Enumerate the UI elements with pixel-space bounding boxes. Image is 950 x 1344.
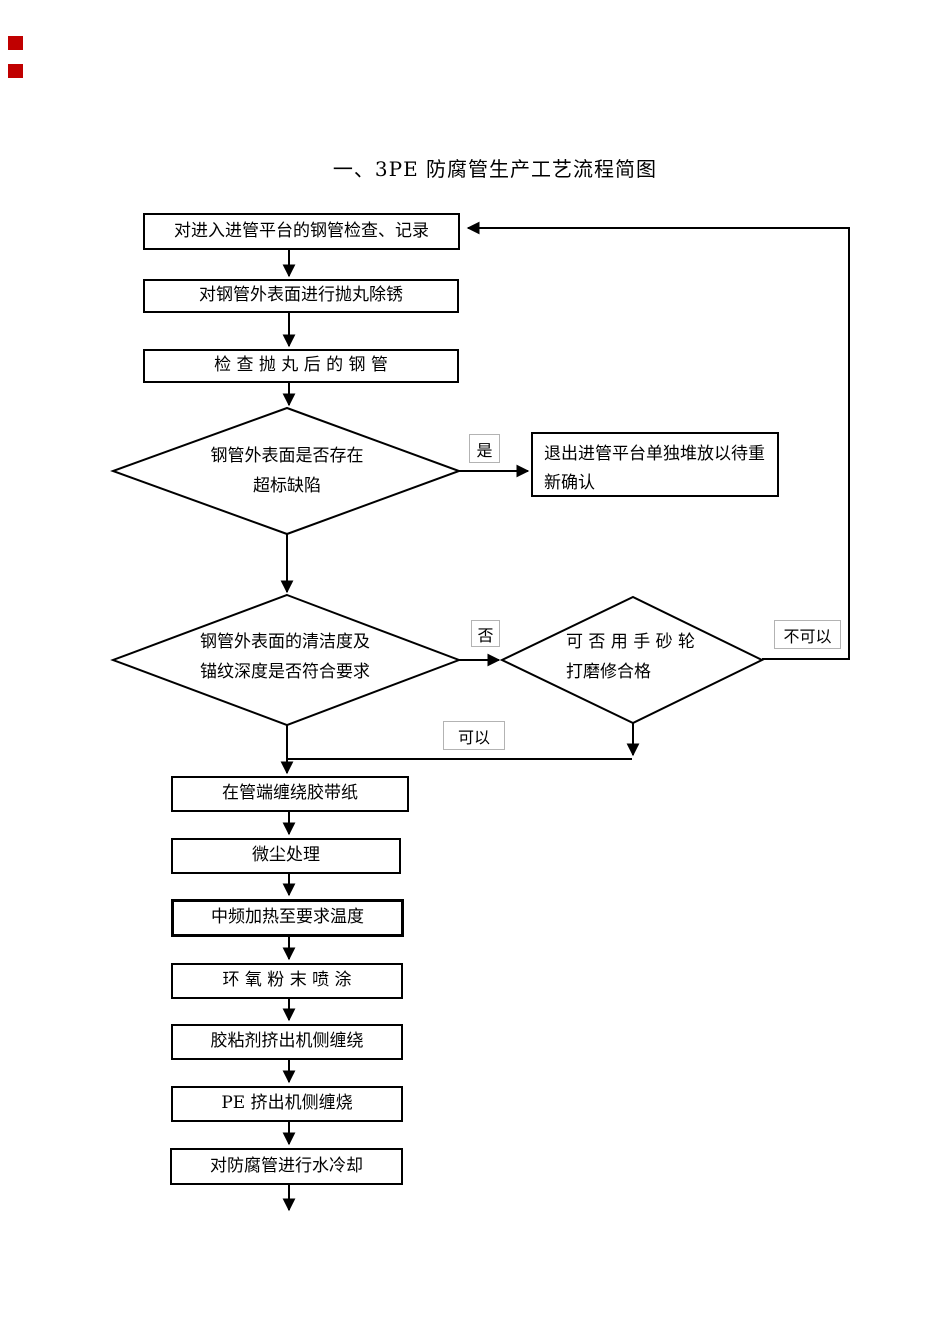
process-box-label: 检 查 抛 丸 后 的 钢 管 [214,355,388,376]
branch-label-text: 否 [477,625,494,645]
process-box-water-cooling: 对防腐管进行水冷却 [170,1148,403,1185]
process-box-label: 环 氧 粉 末 喷 涂 [222,970,352,991]
branch-label-no: 否 [471,620,500,647]
process-box-adhesive-extrusion: 胶粘剂挤出机侧缠绕 [171,1024,403,1060]
process-box-requeue-confirm: 退出进管平台单独堆放以待重新确认 [531,432,779,497]
process-box-label: 微尘处理 [252,845,320,866]
decision-text-defect: 钢管外表面是否存在 超标缺陷 [107,441,467,501]
decision-text-line: 钢管外表面的清洁度及 [200,632,370,652]
decision-text-grind: 可 否 用 手 砂 轮 打磨修合格 [566,627,726,687]
decision-diamond-defect [110,406,462,536]
process-box-label: 胶粘剂挤出机侧缠绕 [210,1031,364,1052]
process-box-label: 在管端缠绕胶带纸 [222,783,358,804]
process-box-label: 对进入进管平台的钢管检查、记录 [174,220,429,241]
decision-diamond-clean [110,593,462,727]
decision-text-line: 锚纹深度是否符合要求 [200,662,370,682]
red-square-mark [8,64,23,78]
branch-label-can: 可以 [443,721,505,750]
decision-text-clean: 钢管外表面的清洁度及 锚纹深度是否符合要求 [105,627,465,687]
decision-text-line: 钢管外表面是否存在 [210,446,364,466]
process-box-tape-pipe-end: 在管端缠绕胶带纸 [171,776,409,812]
process-box-pe-extrusion: PE 挤出机侧缠烧 [171,1086,403,1122]
decision-text-line: 可 否 用 手 砂 轮 [566,632,696,652]
red-square-mark [8,36,23,50]
branch-label-text: 可以 [457,727,490,747]
connector-grind-cannot-feedback [466,221,850,660]
page-title: 一、3PE 防腐管生产工艺流程简图 [332,157,658,181]
process-box-check-after-blast: 检 查 抛 丸 后 的 钢 管 [143,349,459,383]
process-box-label: 中频加热至要求温度 [211,907,364,928]
decision-text-line: 超标缺陷 [253,476,321,496]
process-box-dust-treatment: 微尘处理 [171,838,401,874]
decision-text-line: 打磨修合格 [566,662,651,682]
branch-label-yes: 是 [469,434,500,463]
process-box-label: 对钢管外表面进行抛丸除锈 [199,285,403,306]
branch-label-text: 是 [476,440,493,460]
process-box-induction-heating: 中频加热至要求温度 [171,899,404,937]
process-box-label: PE 挤出机侧缠烧 [221,1093,353,1114]
process-box-label: 退出进管平台单独堆放以待重新确认 [544,444,765,493]
process-box-label: 对防腐管进行水冷却 [210,1155,363,1176]
decision-diamond-grind [499,595,765,725]
process-box-inspect-record: 对进入进管平台的钢管检查、记录 [143,213,460,250]
branch-label-cannot: 不可以 [774,620,841,649]
branch-label-text: 不可以 [783,626,832,646]
process-box-epoxy-powder-spray: 环 氧 粉 末 喷 涂 [171,963,403,999]
process-box-shot-blasting: 对钢管外表面进行抛丸除锈 [143,279,459,313]
